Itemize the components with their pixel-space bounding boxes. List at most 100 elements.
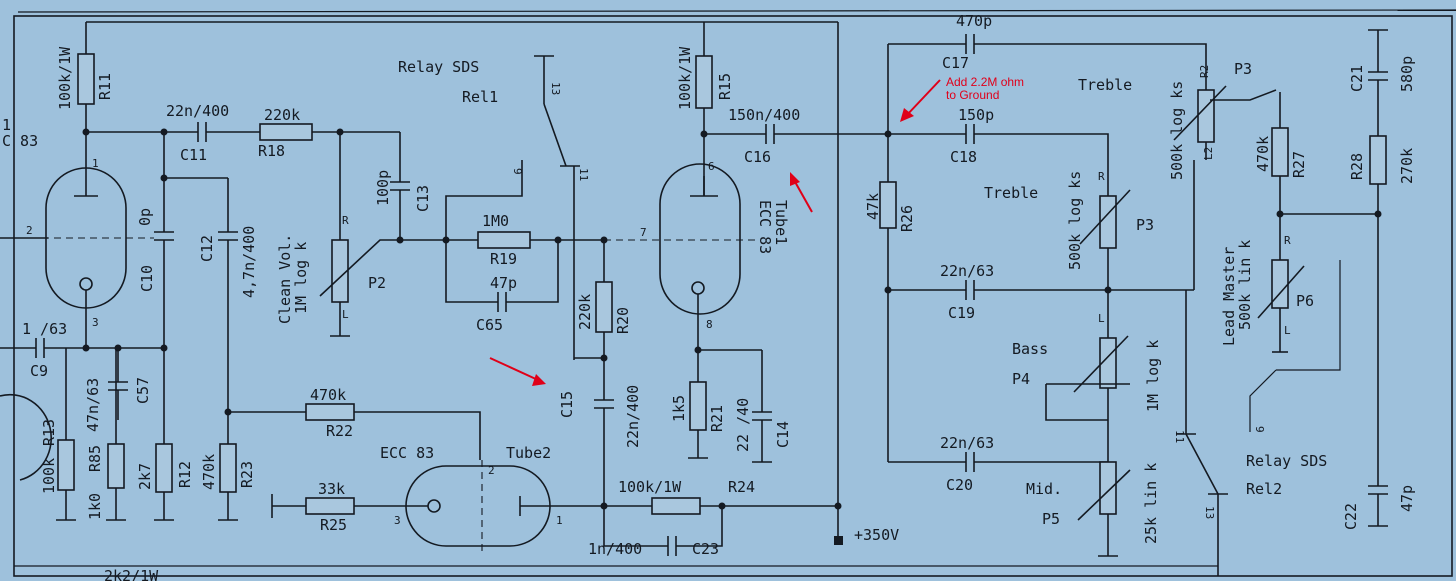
rel1-pin-13: 13 <box>549 82 562 95</box>
r13-label: R13 <box>40 419 58 446</box>
r25-resistor <box>305 497 355 515</box>
rel1-pin-9: 9 <box>511 168 524 175</box>
rel2-pin-13: 13 <box>1203 506 1216 519</box>
r15-resistor <box>695 55 713 109</box>
bass-label: Bass <box>1012 340 1048 358</box>
tube1-type: ECC 83 <box>756 200 774 254</box>
c21-label: C21 <box>1348 65 1366 92</box>
c15-value: 22n/400 <box>624 385 642 448</box>
r12-resistor <box>155 443 173 493</box>
r12-label: R12 <box>176 461 194 488</box>
c22-label: C22 <box>1342 503 1360 530</box>
v1-type-fragment: C 83 <box>2 132 38 150</box>
tube2-pin-2: 2 <box>488 464 495 477</box>
annotation-line-2: to Ground <box>946 88 999 102</box>
r13-value: 100k <box>40 458 58 494</box>
c14-label: C14 <box>774 421 792 448</box>
c22-value: 47p <box>1398 485 1416 512</box>
r18-value: 220k <box>264 106 300 124</box>
r11-label: R11 <box>96 73 114 100</box>
c13-label: C13 <box>414 185 432 212</box>
p3b-l2: L2 <box>1202 147 1215 160</box>
p2-r-pin: R <box>342 214 349 227</box>
r20-value: 220k <box>576 294 594 330</box>
c9-label: C9 <box>30 362 48 380</box>
r25-value: 33k <box>318 480 345 498</box>
r27-resistor <box>1271 127 1289 177</box>
tube1-name: Tube1 <box>772 200 790 245</box>
p4-value: 1M log k <box>1144 340 1162 412</box>
p3b-value: 500k log ks <box>1168 81 1186 180</box>
r24-label: R24 <box>728 478 755 496</box>
rel2-name: Rel2 <box>1246 480 1282 498</box>
c13-value: 100p <box>374 170 392 206</box>
annotation-arrow-top <box>900 79 941 122</box>
c14-value: 22 /40 <box>734 398 752 452</box>
r19-label: R19 <box>490 250 517 268</box>
r28-value: 270k <box>1398 148 1416 184</box>
p2-label: P2 <box>368 274 386 292</box>
mid-label: Mid. <box>1026 480 1062 498</box>
c20-label: C20 <box>946 476 973 494</box>
rel2-title: Relay SDS <box>1246 452 1327 470</box>
r21-label: R21 <box>708 405 726 432</box>
r22-value: 470k <box>310 386 346 404</box>
c12-label: C12 <box>198 235 216 262</box>
tube2-pin-1: 1 <box>556 514 563 527</box>
p3b-r2: R2 <box>1198 65 1211 78</box>
r12-value: 2k7 <box>136 463 154 490</box>
supply-voltage: +350V <box>854 526 899 544</box>
p2-potentiometer <box>331 239 349 303</box>
rel1-pin-11: 11 <box>577 168 590 181</box>
r20-resistor <box>595 281 613 333</box>
r20-label: R20 <box>614 307 632 334</box>
tube2-pin-3: 3 <box>394 514 401 527</box>
r28-resistor <box>1369 135 1387 185</box>
r21-resistor <box>689 381 707 431</box>
c11-label: C11 <box>180 146 207 164</box>
r22-resistor <box>305 403 355 421</box>
r23-label: R23 <box>238 461 256 488</box>
c18-value: 150p <box>958 106 994 124</box>
c17-value: 470p <box>956 12 992 30</box>
r28-label: R28 <box>1348 153 1366 180</box>
c65-value: 47p <box>490 274 517 292</box>
r23-value: 470k <box>200 454 218 490</box>
c12-value: 4,7n/400 <box>240 226 258 298</box>
treble-label: Treble <box>984 184 1038 202</box>
p5-potentiometer <box>1099 461 1117 515</box>
annotation-arrow-c16 <box>790 172 813 213</box>
r19-value: 1M0 <box>482 212 509 230</box>
p6-value: 500k lin k <box>1236 240 1254 330</box>
r27-label: R27 <box>1290 151 1308 178</box>
rel2-pin-9: 9 <box>1253 426 1266 433</box>
r13-resistor <box>57 439 75 491</box>
p2-title: Clean Vol. <box>276 234 294 324</box>
rel1-name: Rel1 <box>462 88 498 106</box>
c65-label: C65 <box>476 316 503 334</box>
page-frame <box>13 15 1453 577</box>
c57-label: C57 <box>134 377 152 404</box>
c23-label: C23 <box>692 540 719 558</box>
r26-value: 47k <box>864 193 882 220</box>
p4-label: P4 <box>1012 370 1030 388</box>
p3-r-pin: R <box>1098 170 1105 183</box>
r19-resistor <box>477 231 531 249</box>
p6-title: Lead Master <box>1220 247 1238 346</box>
tube1 <box>604 163 760 315</box>
r11-value: 100k/1W <box>56 46 74 110</box>
annotation-line-1: Add 2.2M ohm <box>946 75 1024 89</box>
tube1-pin-6: 6 <box>708 160 715 173</box>
p6-r-pin: R <box>1284 234 1291 247</box>
r15-value: 100k/1W <box>676 46 694 110</box>
annotation-arrow-c15 <box>489 357 546 386</box>
c18-label: C18 <box>950 148 977 166</box>
top-edge <box>17 9 1456 13</box>
p5-label: P5 <box>1042 510 1060 528</box>
r18-label: R18 <box>258 142 285 160</box>
p2-l-pin: L <box>342 308 349 321</box>
p6-l-pin: L <box>1284 324 1291 337</box>
p2-value: 1M log k <box>292 242 310 314</box>
p3-label: P3 <box>1136 216 1154 234</box>
